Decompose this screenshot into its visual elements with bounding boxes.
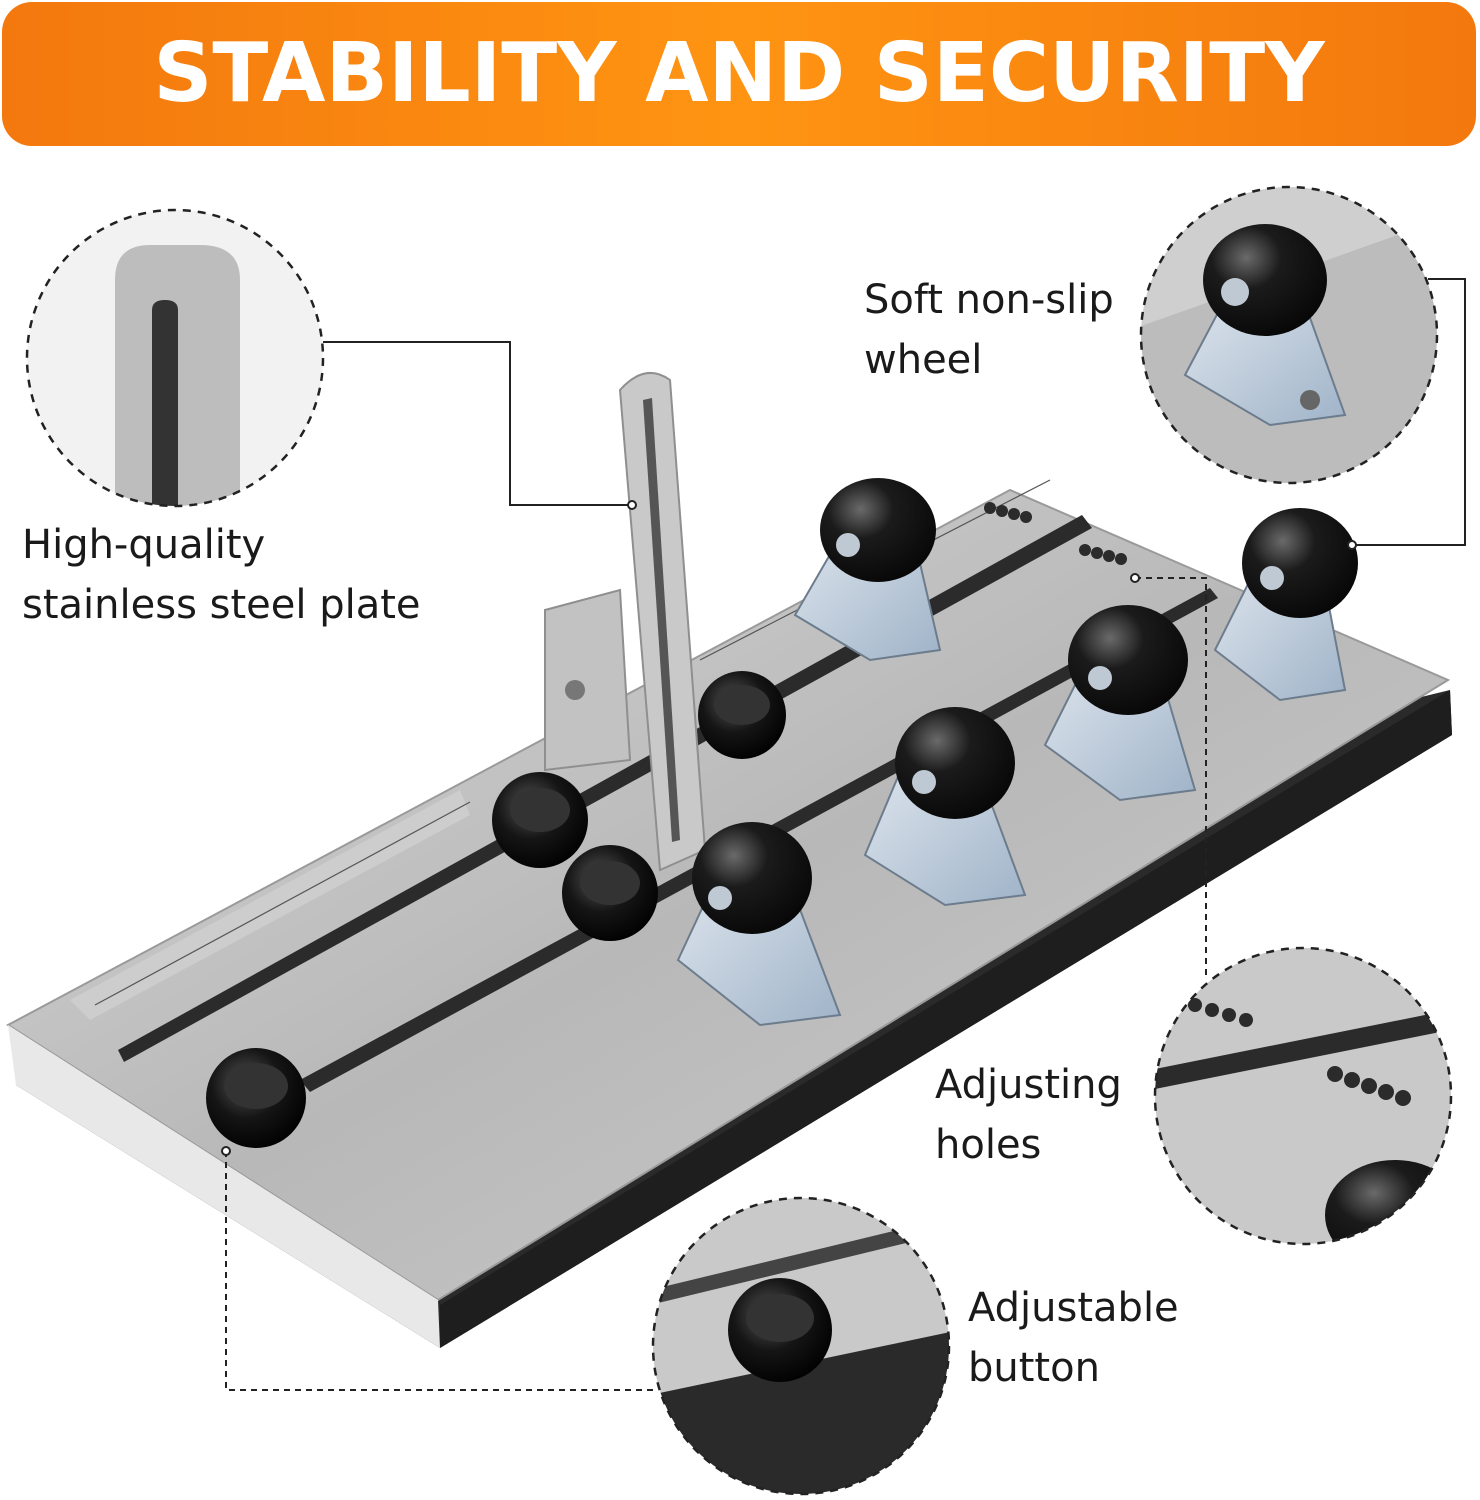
callout-lines [225,278,1466,1391]
knob-2 [562,845,658,941]
callout-steel-plate: High-quality stainless steel plate [22,515,421,635]
header-banner: STABILITY AND SECURITY [2,2,1476,146]
callout-wheel-line1: Soft non-slip [864,277,1114,323]
banner-title: STABILITY AND SECURITY [153,26,1325,121]
detail-wheel [1139,185,1439,485]
knob-3 [698,671,786,759]
callout-button-line1: Adjustable [968,1285,1179,1331]
caster-3 [1043,605,1197,802]
callout-button: Adjustable button [968,1278,1179,1398]
detail-steel-plate [25,208,325,508]
callout-steel-line1: High-quality [22,522,266,568]
callout-holes: Adjusting holes [935,1055,1122,1175]
detail-knob [651,1196,951,1496]
callout-button-line2: button [968,1345,1100,1391]
vertical-steel-guide [544,371,707,872]
caster-2 [1213,508,1358,702]
knob-1 [492,772,588,868]
knob-4 [206,1048,306,1148]
caster-5 [676,822,842,1027]
callout-holes-line1: Adjusting [935,1062,1122,1108]
detail-holes [1153,946,1453,1246]
callout-holes-line2: holes [935,1122,1042,1168]
callout-wheel-line2: wheel [864,337,983,383]
product-illustration [6,185,1466,1496]
callout-steel-line2: stainless steel plate [22,582,421,628]
callout-wheel: Soft non-slip wheel [864,270,1114,390]
caster-1 [793,478,942,662]
caster-4 [863,707,1027,907]
